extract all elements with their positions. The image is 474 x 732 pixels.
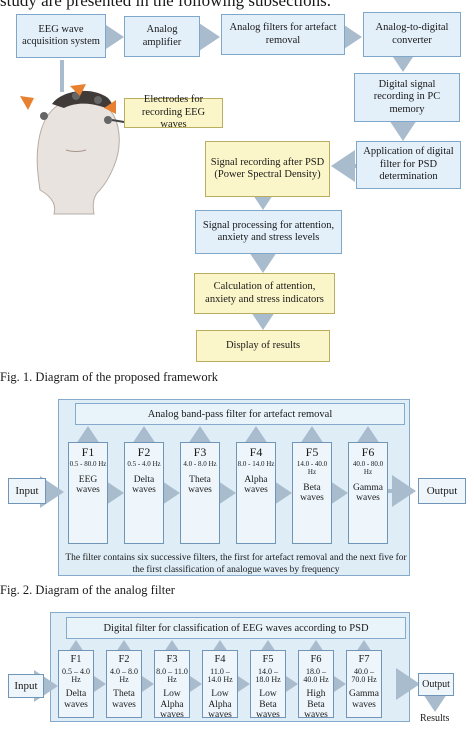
filter-name: F4: [214, 654, 226, 665]
electrodes-box: Electrodes for recording EEG waves: [124, 94, 223, 130]
filter-name: F1: [81, 445, 95, 459]
acquisition-box: EEG wave acquisition system: [16, 14, 106, 58]
filter-range: 8.0 - 14.0 Hz: [237, 460, 275, 469]
filter-range: 40.0 – 70.0 Hz: [351, 666, 377, 685]
filter-wave: Delta waves: [132, 474, 156, 496]
psd-recording-box: Signal recording after PSD (Power Spectr…: [205, 141, 330, 197]
amplifier-box: Analog amplifier: [124, 16, 200, 57]
filter-wave: Alpha waves: [244, 474, 268, 496]
filter-name: F4: [249, 445, 263, 459]
filter-name: F2: [137, 445, 151, 459]
fig1-caption: Fig. 1. Diagram of the proposed framewor…: [0, 370, 218, 384]
fig2-note: The filter contains six successive filte…: [56, 552, 416, 576]
processing-box: Signal processing for attention, anxiety…: [195, 210, 342, 254]
filter-wave: Low Alpha waves: [208, 689, 232, 721]
filter-wave: Delta waves: [64, 689, 88, 710]
fig3-output: Output: [418, 673, 454, 696]
filter-range: 4.0 - 8.0 Hz: [183, 460, 217, 469]
fig3-title: Digital filter for classification of EEG…: [66, 617, 406, 639]
filter-name: F5: [305, 445, 319, 459]
filter-wave: Beta waves: [300, 482, 324, 503]
filter-range: 0.5 - 80.0 Hz: [69, 460, 107, 469]
filter-wave: Low Beta waves: [256, 689, 280, 721]
filter-name: F2: [118, 654, 130, 665]
filter-name: F3: [193, 445, 207, 459]
filter-wave: High Beta waves: [304, 689, 328, 721]
intro-text: study are presented in the following sub…: [0, 0, 331, 10]
fig2-input: Input: [8, 478, 46, 504]
fig3-input: Input: [8, 674, 44, 698]
filter-wave: Theta waves: [188, 474, 212, 496]
fig2-output: Output: [418, 478, 466, 504]
filter-wave: Low Alpha waves: [160, 689, 184, 721]
filter-range: 14.0 – 18.0 Hz: [255, 666, 281, 685]
fig3-results: Results: [420, 713, 450, 724]
filter-name: F6: [361, 445, 375, 459]
filter-name: F1: [70, 654, 82, 665]
filter-wave: Theta waves: [112, 689, 136, 710]
digital-recording-box: Digital signal recording in PC memory: [354, 73, 460, 122]
fig2-note-line2: the first classification of analogue wav…: [132, 565, 340, 575]
filter-name: F5: [262, 654, 274, 665]
filter-range: 40.0 - 80.0 Hz: [352, 460, 384, 476]
fig2-caption: Fig. 2. Diagram of the analog filter: [0, 583, 175, 597]
filter-range: 14.0 - 40.0 Hz: [296, 460, 328, 476]
filter-wave: EEG waves: [76, 474, 100, 496]
filter-range: 8.0 – 11.0 Hz: [156, 666, 188, 685]
filter-name: F6: [310, 654, 322, 665]
filter-range: 0.5 - 4.0 Hz: [127, 460, 161, 469]
filter-wave: Gamma waves: [348, 689, 380, 710]
filter-name: F7: [358, 654, 370, 665]
digital-filter-box: Application of digital filter for PSD de…: [356, 141, 461, 189]
filter-name: F3: [166, 654, 178, 665]
display-box: Display of results: [196, 330, 330, 362]
filter-range: 0.5 – 4.0 Hz: [62, 666, 90, 685]
calculation-box: Calculation of attention, anxiety and st…: [194, 273, 335, 314]
filter-wave: Gamma waves: [352, 482, 384, 503]
fig2-title: Analog band-pass filter for artefact rem…: [75, 403, 405, 425]
filter-range: 11.0 – 14.0 Hz: [207, 666, 233, 685]
filter-range: 4.0 – 8.0 Hz: [110, 666, 138, 685]
analog-filters-box: Analog filters for artefact removal: [221, 14, 345, 55]
fig2-note-line1: The filter contains six successive filte…: [65, 553, 407, 563]
filter-range: 18.0 – 40.0 Hz: [303, 666, 329, 685]
adc-box: Analog-to-digital converter: [363, 12, 461, 57]
